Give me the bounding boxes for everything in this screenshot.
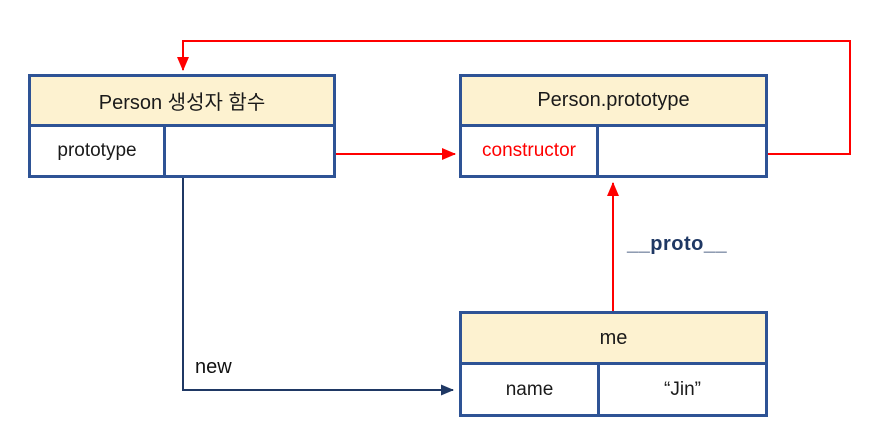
cell-name-value: “Jin” [600,365,765,414]
cell-prototype-key: prototype [31,127,166,175]
cell-prototype-value-slot [166,127,333,175]
box-person-constructor-title: Person 생성자 함수 [31,77,333,127]
box-person-constructor: Person 생성자 함수 prototype [28,74,336,178]
box-person-prototype-row: constructor [462,127,765,175]
box-me-row: name “Jin” [462,365,765,414]
cell-name-key: name [462,365,600,414]
box-person-constructor-row: prototype [31,127,333,175]
box-person-prototype-title: Person.prototype [462,77,765,127]
cell-constructor-key: constructor [462,127,599,175]
box-me-title: me [462,314,765,365]
box-person-prototype: Person.prototype constructor [459,74,768,178]
new-keyword-label: new [195,356,232,378]
cell-constructor-value-slot [599,127,765,175]
proto-link-label: __proto__ [627,233,728,255]
box-me-instance: me name “Jin” [459,311,768,417]
